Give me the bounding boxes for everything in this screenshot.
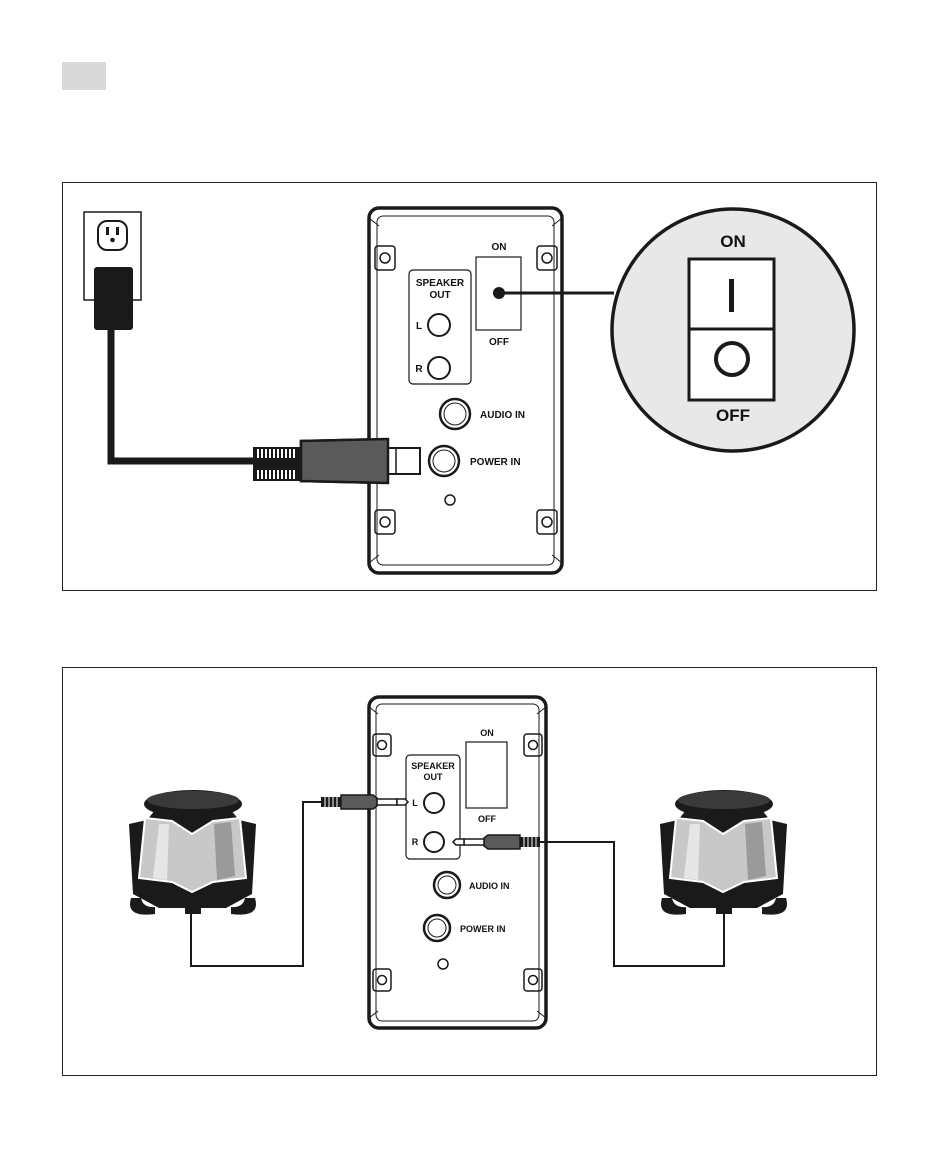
switch-indicator-dot	[493, 287, 505, 299]
right-speaker-icon	[660, 790, 787, 915]
power-cable	[111, 330, 255, 461]
speaker-connection-panel: SPEAKER OUT L R ON OFF AUDIO IN POWER IN	[62, 667, 877, 1076]
power-switch[interactable]	[466, 742, 507, 808]
switch-on-label: ON	[480, 728, 494, 738]
audio-in-label: AUDIO IN	[469, 881, 510, 891]
speaker-out-label-line2: OUT	[429, 290, 450, 301]
speaker-out-right-jack[interactable]	[428, 357, 450, 379]
speaker-connection-diagram: SPEAKER OUT L R ON OFF AUDIO IN POWER IN	[63, 668, 878, 1077]
device-back-panel	[369, 697, 546, 1028]
power-connection-panel: SPEAKER OUT L R ON OFF AUDIO IN POWER IN…	[62, 182, 877, 591]
speaker-out-right-jack[interactable]	[424, 832, 444, 852]
power-connection-diagram: SPEAKER OUT L R ON OFF AUDIO IN POWER IN…	[63, 183, 878, 592]
left-channel-label: L	[416, 321, 422, 332]
speaker-out-label-line2: OUT	[424, 772, 444, 782]
audio-in-label: AUDIO IN	[480, 410, 525, 421]
speaker-out-left-jack[interactable]	[424, 793, 444, 813]
zoom-on-label: ON	[720, 232, 746, 251]
power-on-symbol-icon	[729, 279, 734, 312]
switch-off-label: OFF	[478, 814, 496, 824]
indicator-led	[438, 959, 448, 969]
right-channel-label: R	[415, 364, 423, 375]
power-in-label: POWER IN	[460, 924, 506, 934]
power-adapter-icon	[94, 267, 133, 330]
zoom-off-label: OFF	[716, 406, 750, 425]
power-in-label: POWER IN	[470, 457, 521, 468]
left-speaker-icon	[129, 790, 256, 915]
page-tab-marker	[62, 62, 106, 90]
speaker-out-label-line1: SPEAKER	[411, 761, 455, 771]
switch-off-label: OFF	[489, 337, 509, 348]
speaker-out-left-jack[interactable]	[428, 314, 450, 336]
indicator-led	[445, 495, 455, 505]
device-back-panel	[369, 208, 562, 573]
speaker-out-label-line1: SPEAKER	[416, 278, 465, 289]
left-channel-label: L	[412, 798, 418, 808]
switch-on-label: ON	[492, 242, 507, 253]
right-channel-label: R	[412, 837, 419, 847]
